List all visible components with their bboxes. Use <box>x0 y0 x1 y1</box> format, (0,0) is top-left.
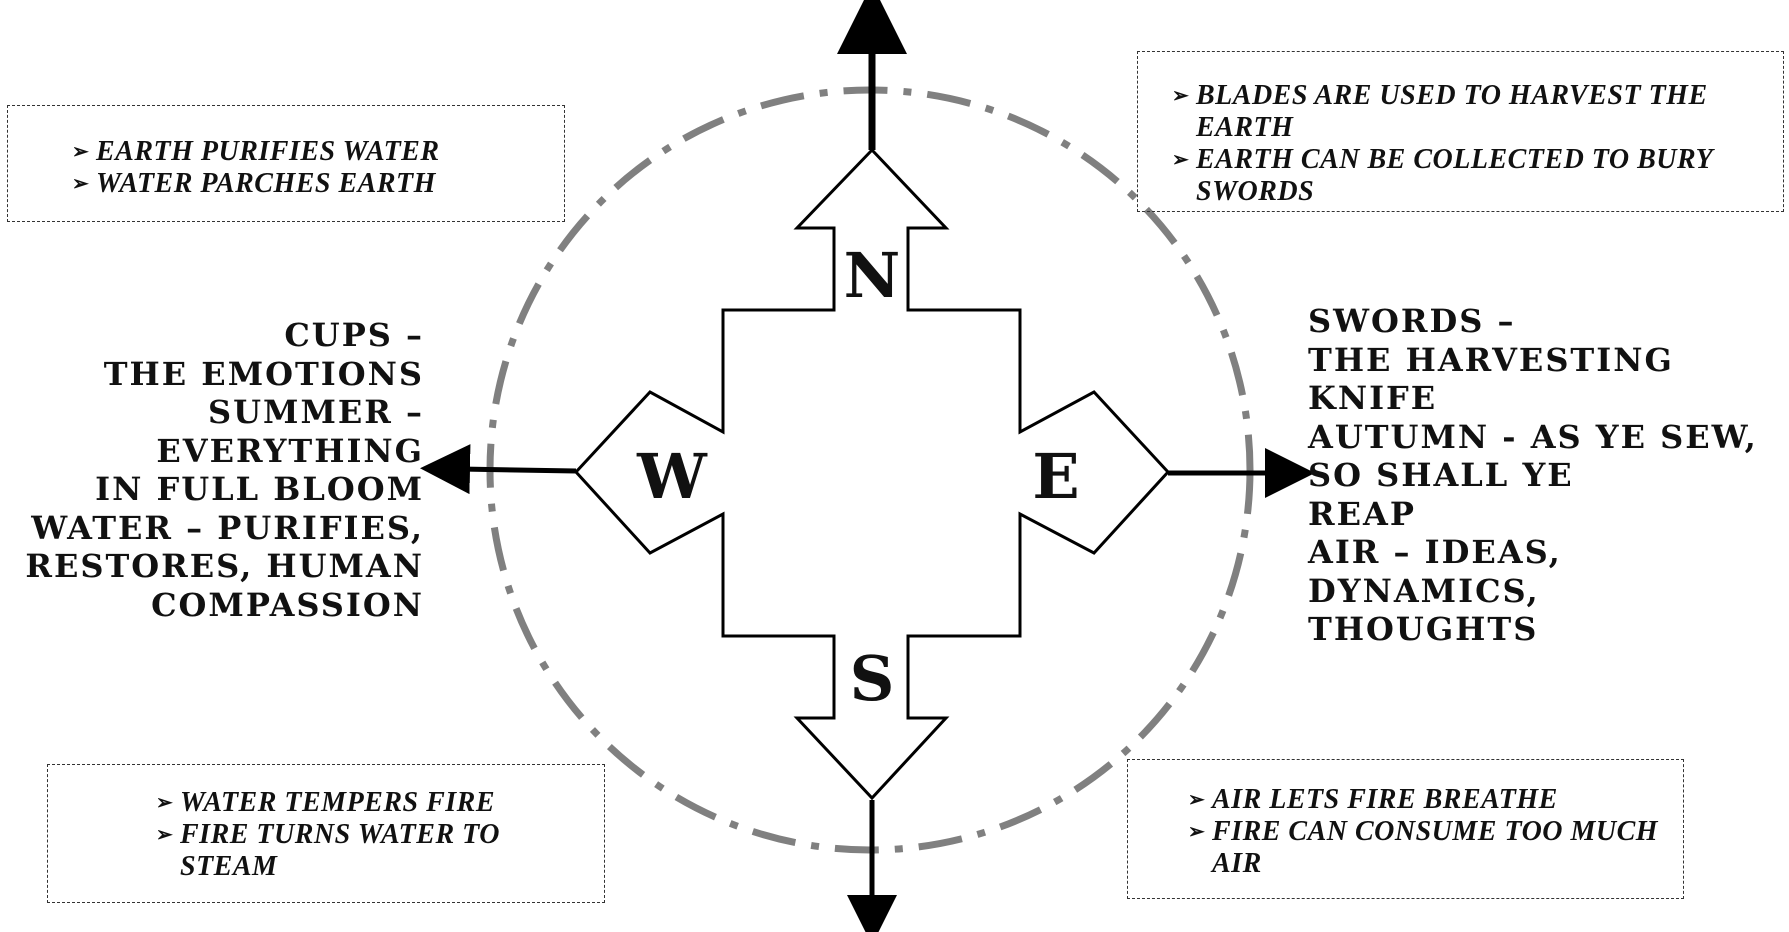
west-line: in full bloom <box>95 470 424 508</box>
arrow-bullet-icon: ➢ <box>156 792 174 814</box>
west-description: Cups – The Emotions Summer – Everything … <box>6 316 424 624</box>
east-line: thoughts <box>1308 610 1539 648</box>
south-label: S <box>849 642 895 715</box>
east-description: Swords – The Harvesting Knife Autumn - A… <box>1308 302 1783 649</box>
note-item: ➢Fire can consume too much air <box>1188 816 1659 879</box>
note-box-top-right: ➢Blades are used to harvest the earth ➢E… <box>1137 51 1784 212</box>
east-line: Knife <box>1308 379 1438 417</box>
note-item: ➢Blades are used to harvest the earth <box>1172 80 1708 143</box>
west-line: compassion <box>151 585 424 624</box>
east-line: Air – ideas, <box>1308 533 1562 571</box>
west-line: restores, human <box>25 547 424 585</box>
compass-cross-shape <box>573 147 1171 801</box>
east-line: Swords – <box>1308 302 1516 340</box>
east-line: The Harvesting <box>1308 340 1674 379</box>
note-box-bottom-left: ➢Water tempers fire ➢Fire turns water to… <box>47 764 605 903</box>
east-line: reap <box>1308 494 1416 533</box>
north-label: N <box>843 239 901 312</box>
note-list: ➢Water tempers fire ➢Fire turns water to… <box>156 787 594 883</box>
arrow-bullet-icon: ➢ <box>1188 821 1206 843</box>
note-item: ➢Earth purifies water <box>72 136 440 167</box>
note-item: ➢Water parches earth <box>72 168 436 199</box>
east-label: E <box>1032 440 1080 513</box>
note-item: ➢Air lets fire breathe <box>1188 784 1558 815</box>
west-line: Everything <box>156 431 424 470</box>
note-item: ➢Fire turns water to steam <box>156 819 500 882</box>
note-box-bottom-right: ➢Air lets fire breathe ➢Fire can consume… <box>1127 759 1684 899</box>
east-line: dynamics, <box>1308 571 1540 610</box>
arrow-bullet-icon: ➢ <box>72 173 90 195</box>
note-item: ➢Water tempers fire <box>156 787 496 818</box>
west-line: Summer – <box>208 393 424 431</box>
west-line: Cups – <box>284 316 424 354</box>
east-line: Autumn - As ye sew, <box>1308 417 1758 456</box>
note-list: ➢Air lets fire breathe ➢Fire can consume… <box>1188 784 1673 880</box>
note-item: ➢Earth can be collected to bury swords <box>1172 144 1713 207</box>
arrow-bullet-icon: ➢ <box>1172 149 1190 171</box>
west-line: The Emotions <box>103 354 424 393</box>
arrow-bullet-icon: ➢ <box>1188 789 1206 811</box>
west-label: W <box>637 440 707 513</box>
note-list: ➢Earth purifies water ➢Water parches ear… <box>72 136 554 200</box>
arrow-bullet-icon: ➢ <box>156 824 174 846</box>
arrow-bullet-icon: ➢ <box>72 141 90 163</box>
note-box-top-left: ➢Earth purifies water ➢Water parches ear… <box>7 105 565 222</box>
west-arrow-line <box>420 444 577 495</box>
note-list: ➢Blades are used to harvest the earth ➢E… <box>1172 80 1775 208</box>
west-line: Water – purifies, <box>31 508 424 547</box>
arrow-bullet-icon: ➢ <box>1172 85 1190 107</box>
east-line: so shall ye <box>1308 456 1574 494</box>
